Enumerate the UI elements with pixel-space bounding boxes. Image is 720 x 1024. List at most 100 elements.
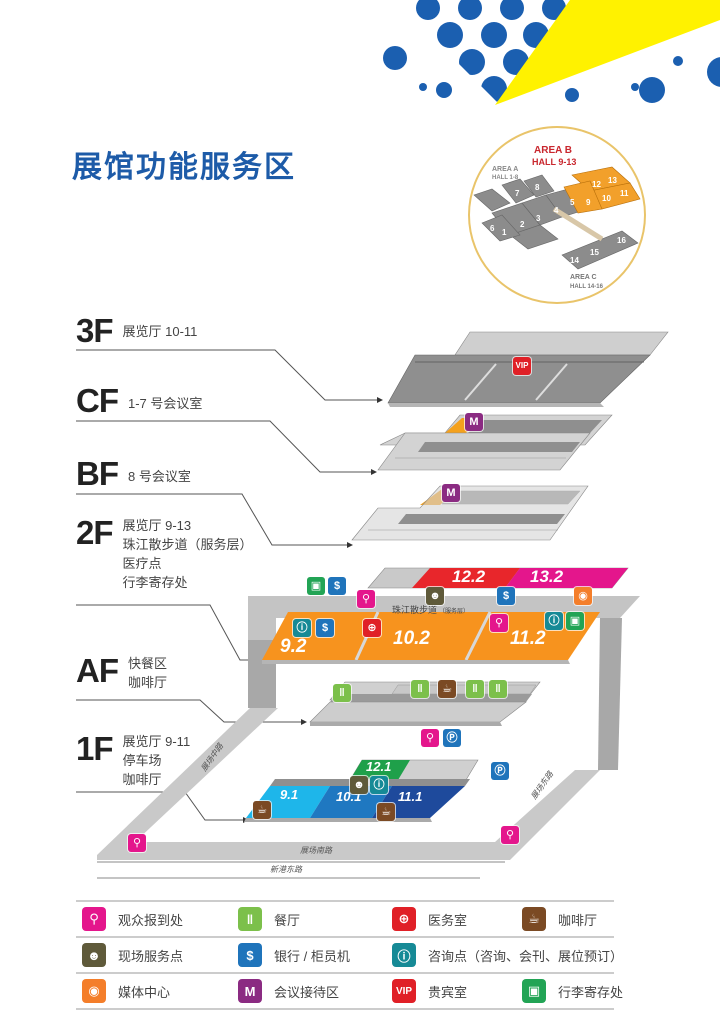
coffee-icon[interactable]: ☕: [253, 801, 271, 819]
hall-12-2-area: [412, 568, 520, 588]
hall-label: 12.2: [452, 567, 486, 586]
legend-row: ⚲ 观众报到处 ‖ 餐厅 ⊕ 医务室 ☕ 咖啡厅: [76, 900, 614, 938]
hall-label: 11.1: [398, 789, 423, 804]
floor-code: 1F: [76, 730, 114, 767]
hall-12-1-area: [350, 760, 410, 780]
minimap-hall-label: 12: [592, 180, 601, 189]
bank-atm-icon[interactable]: $: [328, 577, 346, 595]
restaurant-icon[interactable]: ‖: [489, 680, 507, 698]
bank-atm-icon[interactable]: $: [497, 587, 515, 605]
minimap-hall-label: 16: [617, 236, 626, 245]
promenade-note: （服务层）: [439, 608, 470, 615]
bank-atm-icon[interactable]: $: [316, 619, 334, 637]
minimap-hall-label: 7: [515, 189, 520, 198]
info-icon[interactable]: ⓘ: [370, 776, 388, 794]
minimap-hall-label: 10: [602, 194, 611, 203]
media-center-icon[interactable]: ◉: [574, 587, 592, 605]
floor-desc: 展览厅 9-11: [122, 734, 191, 749]
restaurant-icon[interactable]: ‖: [333, 684, 351, 702]
vip-icon[interactable]: VIP: [513, 357, 531, 375]
service-point-icon[interactable]: ☻: [426, 587, 444, 605]
registration-icon[interactable]: ⚲: [128, 834, 146, 852]
area-a-name: AREA A: [492, 166, 518, 173]
floor-desc: 咖啡厅: [122, 772, 162, 787]
registration-icon: ⚲: [82, 907, 106, 931]
legend-row: ☻ 现场服务点 $ 银行 / 柜员机 ⓘ 咨询点（咨询、会刊、展位预订）: [76, 938, 623, 974]
minimap-hall-label: 5: [570, 198, 575, 207]
vip-icon: VIP: [392, 979, 416, 1003]
info-icon: ⓘ: [392, 943, 416, 967]
legend-item: ◉ 媒体中心: [82, 979, 170, 1003]
coffee-icon[interactable]: ☕: [438, 680, 456, 698]
area-b-halls-label: HALL 9-13: [532, 157, 576, 167]
meeting-reception-icon[interactable]: M: [442, 484, 460, 502]
minimap-hall-label: 9: [586, 198, 591, 207]
floor-desc: 珠江散步道（服务层）: [122, 537, 253, 552]
road-label-south: 展场南路: [300, 846, 333, 855]
legend-label: 咖啡厅: [558, 912, 598, 928]
legend-label: 观众报到处: [118, 912, 184, 928]
luggage-icon: ▣: [522, 979, 546, 1003]
info-icon[interactable]: ⓘ: [545, 612, 563, 630]
area-c-halls-label: HALL 14-16: [570, 284, 604, 290]
registration-icon[interactable]: ⚲: [501, 826, 519, 844]
legend-label: 现场服务点: [118, 948, 184, 964]
parking-icon[interactable]: Ⓟ: [491, 762, 509, 780]
floor-af-plan: [309, 681, 541, 726]
registration-icon[interactable]: ⚲: [490, 614, 508, 632]
minimap-hall-label: 15: [590, 248, 599, 257]
floor-desc: 医疗点: [122, 556, 162, 571]
floor-desc: 快餐区: [128, 656, 168, 671]
legend-label: 餐厅: [274, 912, 301, 928]
floor-2f-label: 2F 展览厅 9-13 珠江散步道（服务层） 医疗点 行李寄存处: [76, 514, 253, 592]
floor-desc: 展览厅 10-11: [122, 324, 198, 339]
floor-code: CF: [76, 382, 119, 419]
floor-1f-label: 1F 展览厅 9-11 停车场 咖啡厅: [76, 730, 190, 789]
service-point-icon: ☻: [82, 943, 106, 967]
legend-label: 媒体中心: [118, 984, 171, 1000]
registration-icon[interactable]: ⚲: [357, 590, 375, 608]
floor-af-label: AF 快餐区 咖啡厅: [76, 652, 167, 692]
hall-x-2-area: [262, 612, 600, 660]
meeting-reception-icon[interactable]: M: [465, 413, 483, 431]
meeting-reception-icon: M: [238, 979, 262, 1003]
legend-label: 贵宾室: [428, 984, 468, 1000]
floor-3f-plan: [387, 331, 669, 407]
legend-label: 银行 / 柜员机: [274, 948, 350, 964]
restaurant-icon[interactable]: ‖: [466, 680, 484, 698]
road-label-xingang: 新港东路: [270, 865, 303, 874]
legend: ⚲ 观众报到处 ‖ 餐厅 ⊕ 医务室 ☕ 咖啡厅 ☻ 现场服务点 $ 银行 / …: [76, 900, 623, 1010]
floor-desc: 1-7 号会议室: [128, 396, 203, 411]
registration-icon[interactable]: ⚲: [421, 729, 439, 747]
luggage-icon[interactable]: ▣: [566, 612, 584, 630]
minimap-hall-label: 1: [502, 228, 507, 237]
medical-icon[interactable]: ⊕: [363, 619, 381, 637]
bank-atm-icon: $: [238, 943, 262, 967]
restaurant-icon[interactable]: ‖: [411, 680, 429, 698]
venue-minimap: 1 2 3 4 5 6 7 8 9 10 11 12 13 14 15 16 A…: [462, 123, 652, 307]
hall-label: 13.2: [530, 567, 564, 586]
minimap-hall-label: 14: [570, 256, 579, 265]
info-icon[interactable]: ⓘ: [293, 619, 311, 637]
legend-item: $ 银行 / 柜员机: [238, 943, 350, 967]
legend-item: ⓘ 咨询点（咨询、会刊、展位预订）: [392, 943, 623, 967]
area-b-halls: [563, 166, 641, 214]
parking-icon[interactable]: Ⓟ: [443, 729, 461, 747]
hall-label: 11.2: [510, 628, 546, 649]
promenade-label: 珠江散步道: [392, 606, 438, 616]
legend-item: ⚲ 观众报到处: [82, 907, 183, 931]
floor-code: AF: [76, 652, 119, 689]
area-c-name: AREA C: [570, 274, 597, 281]
hall-13-2-area: [505, 568, 628, 588]
legend-item: ☻ 现场服务点: [82, 943, 183, 967]
floor-desc: 8 号会议室: [128, 469, 191, 484]
area-a-halls-label: HALL 1-8: [492, 175, 519, 181]
service-point-icon[interactable]: ☻: [350, 776, 368, 794]
luggage-icon[interactable]: ▣: [307, 577, 325, 595]
hall-11-1-area: [372, 786, 465, 818]
legend-label: 咨询点（咨询、会刊、展位预订）: [428, 948, 624, 964]
minimap-hall-label: 13: [608, 176, 617, 185]
coffee-icon[interactable]: ☕: [377, 803, 395, 821]
floor-desc: 停车场: [122, 753, 162, 768]
